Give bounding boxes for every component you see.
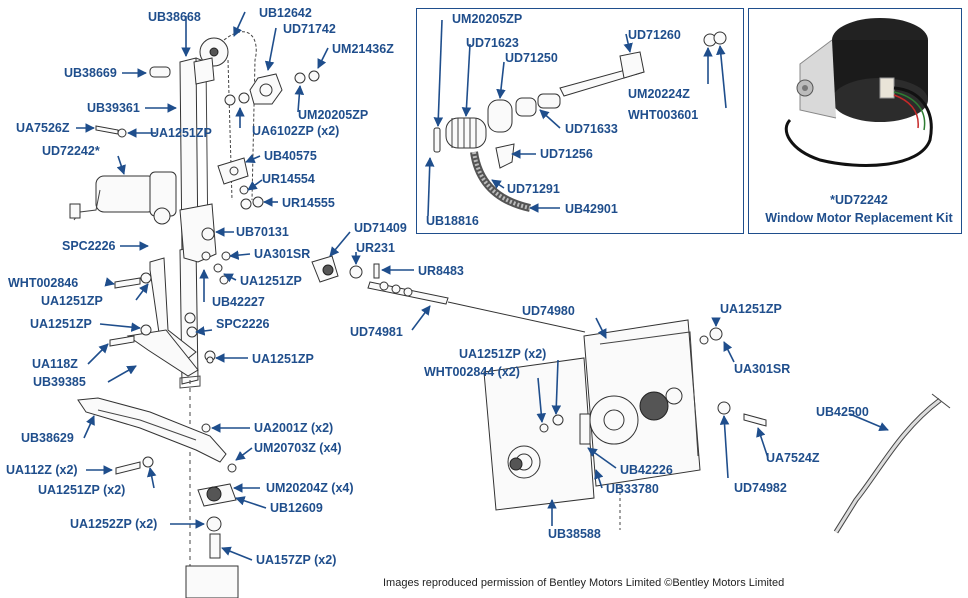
copyright-footer: Images reproduced permission of Bentley … (383, 577, 785, 589)
label-ua2001z[interactable]: UA2001Z (x2) (254, 421, 334, 435)
label-ua1251zp-5[interactable]: UA1251ZP (252, 352, 314, 366)
label-ub40575[interactable]: UB40575 (264, 149, 317, 163)
label-ub12642[interactable]: UB12642 (259, 6, 312, 20)
kit-frame (748, 8, 962, 234)
label-ua1251zp-x2-gb[interactable]: UA1251ZP (x2) (459, 347, 547, 361)
label-ud71260[interactable]: UD71260 (628, 28, 681, 42)
center-parts-artwork (311, 255, 586, 333)
cable-artwork (833, 393, 951, 534)
label-ua1251zp-4[interactable]: UA1251ZP (30, 317, 92, 331)
label-ub39361[interactable]: UB39361 (87, 101, 140, 115)
label-ud74980[interactable]: UD74980 (522, 304, 575, 318)
label-ua7524z[interactable]: UA7524Z (766, 451, 820, 465)
label-ub18816[interactable]: UB18816 (426, 214, 479, 228)
label-ub42227[interactable]: UB42227 (212, 295, 265, 309)
label-ua301sr-gb[interactable]: UA301SR (734, 362, 791, 376)
label-ub33780[interactable]: UB33780 (606, 482, 659, 496)
label-ud71623[interactable]: UD71623 (466, 36, 519, 50)
gearbox-artwork (483, 319, 767, 530)
inset-frame (416, 8, 744, 234)
label-um20205zp-inset[interactable]: UM20205ZP (452, 12, 523, 26)
label-ud74982[interactable]: UD74982 (734, 481, 787, 495)
label-ua1252zp[interactable]: UA1252ZP (x2) (70, 517, 158, 531)
label-ud71633[interactable]: UD71633 (565, 122, 618, 136)
leader-lines (76, 11, 889, 561)
inset-artwork (433, 31, 727, 212)
label-ur14554[interactable]: UR14554 (262, 172, 315, 186)
label-ua301sr-left[interactable]: UA301SR (254, 247, 311, 261)
label-ua118z[interactable]: UA118Z (32, 357, 78, 371)
label-ub42226[interactable]: UB42226 (620, 463, 673, 477)
label-ub12609[interactable]: UB12609 (270, 501, 323, 515)
regulator-motor-artwork (69, 171, 177, 225)
label-ud71742[interactable]: UD71742 (283, 22, 336, 36)
label-wht002844[interactable]: WHT002844 (x2) (424, 365, 520, 379)
label-wht003601[interactable]: WHT003601 (628, 108, 699, 122)
window-regulator-artwork (69, 31, 320, 598)
label-ub38668[interactable]: UB38668 (148, 10, 201, 24)
label-ua157zp[interactable]: UA157ZP (x2) (256, 553, 337, 567)
label-um20205zp-left[interactable]: UM20205ZP (298, 108, 369, 122)
label-ur231[interactable]: UR231 (356, 241, 395, 255)
label-ua1251zp-2[interactable]: UA1251ZP (240, 274, 302, 288)
label-ua1251zp-gb[interactable]: UA1251ZP (720, 302, 782, 316)
label-spc2226-2[interactable]: SPC2226 (216, 317, 270, 331)
motor-photo (784, 18, 933, 167)
label-ua112z[interactable]: UA112Z (x2) (6, 463, 78, 477)
label-ud74981[interactable]: UD74981 (350, 325, 403, 339)
label-ua6102zp[interactable]: UA6102ZP (x2) (252, 124, 340, 138)
label-ud71409[interactable]: UD71409 (354, 221, 407, 235)
label-um20224z[interactable]: UM20224Z (628, 87, 690, 101)
label-ua1251zp-x2[interactable]: UA1251ZP (x2) (38, 483, 126, 497)
label-um20204z[interactable]: UM20204Z (x4) (266, 481, 354, 495)
label-ub38629[interactable]: UB38629 (21, 431, 74, 445)
label-ub38669[interactable]: UB38669 (64, 66, 117, 80)
label-ua1251zp-3[interactable]: UA1251ZP (41, 294, 103, 308)
kit-title[interactable]: Window Motor Replacement Kit (765, 211, 953, 225)
label-ud71256[interactable]: UD71256 (540, 147, 593, 161)
label-spc2226-1[interactable]: SPC2226 (62, 239, 116, 253)
label-ub38588[interactable]: UB38588 (548, 527, 601, 541)
label-ua7526z[interactable]: UA7526Z (16, 121, 70, 135)
label-ub42901[interactable]: UB42901 (565, 202, 618, 216)
label-ur14555[interactable]: UR14555 (282, 196, 335, 210)
label-um20703z[interactable]: UM20703Z (x4) (254, 441, 342, 455)
label-ua1251zp-1[interactable]: UA1251ZP (150, 126, 212, 140)
label-ur8483[interactable]: UR8483 (418, 264, 464, 278)
label-ud71250[interactable]: UD71250 (505, 51, 558, 65)
label-wht002846[interactable]: WHT002846 (8, 276, 79, 290)
label-um21436z[interactable]: UM21436Z (332, 42, 394, 56)
label-ub39385[interactable]: UB39385 (33, 375, 86, 389)
label-ud72242-star[interactable]: UD72242* (42, 144, 100, 158)
label-ub42500[interactable]: UB42500 (816, 405, 869, 419)
label-ud71291[interactable]: UD71291 (507, 182, 560, 196)
label-ub70131[interactable]: UB70131 (236, 225, 289, 239)
kit-part-number[interactable]: *UD72242 (830, 193, 888, 207)
